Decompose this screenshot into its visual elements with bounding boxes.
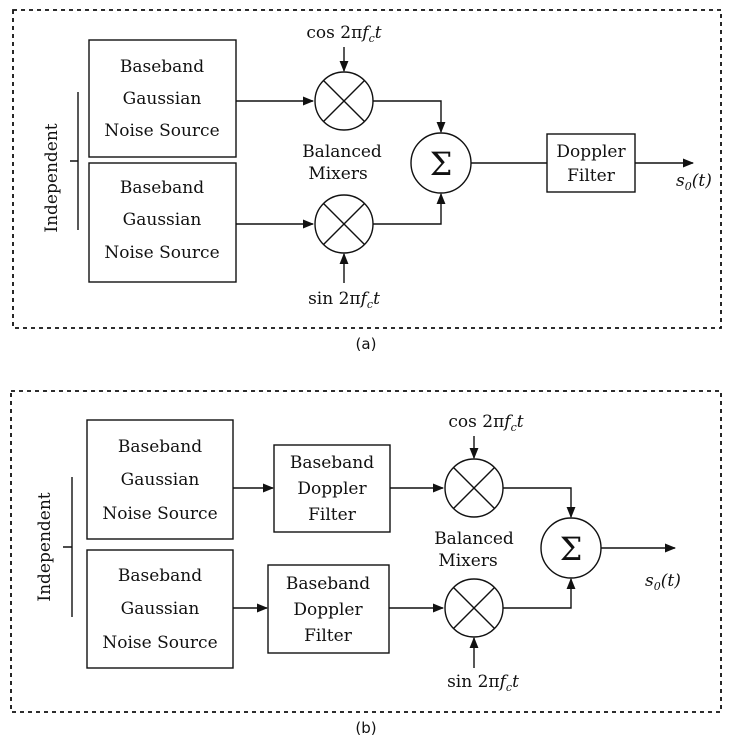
baseband-doppler-filter-top-b-line2: Doppler — [297, 479, 367, 499]
noise-source-top-b — [86, 419, 234, 540]
noise-source-top-b-line1: Baseband — [118, 437, 202, 457]
mixer-bottom-b — [444, 578, 504, 638]
sin-label-b: sin 2πfct — [447, 672, 519, 694]
noise-source-bottom-a-line1: Baseband — [120, 178, 204, 198]
noise-source-bottom-b-line1: Baseband — [118, 566, 202, 586]
noise-source-top-a-line2: Gaussian — [123, 89, 202, 109]
noise-source-bottom-b-line2: Gaussian — [121, 599, 200, 619]
caption-b: (b) — [355, 719, 376, 737]
noise-source-top-b-line3: Noise Source — [102, 504, 217, 524]
noise-source-top-a-line1: Baseband — [120, 57, 204, 77]
wire-mixer-bottom-to-sum-b — [503, 577, 576, 609]
mixer-top-a — [314, 71, 374, 131]
baseband-doppler-filter-bottom-b — [267, 564, 390, 654]
independent-label-b: Independent — [35, 492, 55, 601]
mixers-label-b-line2: Mixers — [438, 551, 497, 571]
noise-source-bottom-a — [88, 162, 237, 283]
sum-symbol-a: Σ — [430, 145, 453, 183]
baseband-doppler-filter-bottom-b-line2: Doppler — [293, 600, 363, 620]
mixer-bottom-a — [314, 194, 374, 254]
noise-source-top-a — [88, 39, 237, 158]
independent-label-a: Independent — [42, 123, 62, 232]
noise-source-top-a-line3: Noise Source — [104, 121, 219, 141]
noise-source-bottom-a-line2: Gaussian — [123, 210, 202, 230]
caption-a: (a) — [356, 335, 377, 353]
diagram-a: Independent Baseband Gaussian Noise Sour… — [12, 9, 722, 353]
diagram-b: Independent Baseband Gaussian Noise Sour… — [10, 390, 722, 737]
diagram-b-frame — [10, 390, 722, 713]
diagram-a-frame — [12, 9, 722, 329]
noise-source-top-b-line2: Gaussian — [121, 470, 200, 490]
wire-mixer-top-to-sum-b — [503, 487, 576, 519]
sum-symbol-b: Σ — [560, 530, 583, 568]
output-label-b: s0(t) — [645, 571, 681, 593]
mixers-label-b-line1: Balanced — [434, 529, 514, 549]
baseband-doppler-filter-bottom-b-line3: Filter — [304, 626, 353, 646]
wire-mixer-bottom-to-sum-a — [373, 192, 446, 225]
independent-bracket-a — [70, 92, 79, 230]
mixers-label-a-line1: Balanced — [302, 142, 382, 162]
cos-label-a: cos 2πfct — [306, 23, 381, 45]
noise-source-bottom-a-line3: Noise Source — [104, 243, 219, 263]
doppler-filter-a-line1: Doppler — [556, 142, 626, 162]
noise-source-bottom-b — [86, 549, 234, 669]
doppler-filter-a-line2: Filter — [567, 166, 616, 186]
cos-label-b: cos 2πfct — [448, 412, 523, 434]
mixers-label-a-line2: Mixers — [308, 164, 367, 184]
baseband-doppler-filter-top-b-line3: Filter — [308, 505, 357, 525]
noise-source-bottom-b-line3: Noise Source — [102, 633, 217, 653]
baseband-doppler-filter-bottom-b-line1: Baseband — [286, 574, 370, 594]
mixer-top-b — [444, 458, 504, 518]
wire-mixer-top-to-sum-a — [373, 100, 446, 134]
independent-bracket-b — [63, 477, 73, 617]
baseband-doppler-filter-top-b-line1: Baseband — [290, 453, 374, 473]
output-label-a: s0(t) — [676, 171, 712, 193]
sin-label-a: sin 2πfct — [308, 289, 380, 311]
